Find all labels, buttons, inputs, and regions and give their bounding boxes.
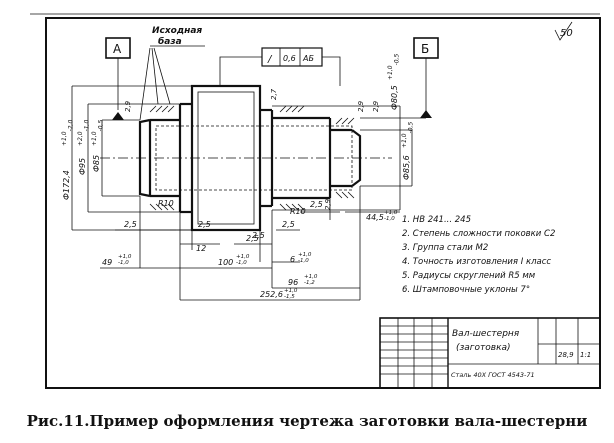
svg-text:50: 50 bbox=[560, 28, 573, 39]
svg-text:2,5: 2,5 bbox=[252, 231, 265, 240]
svg-text:2,9: 2,9 bbox=[124, 100, 132, 112]
surface-hatch bbox=[149, 105, 355, 211]
svg-text:Ф85,6: Ф85,6 bbox=[402, 155, 411, 180]
svg-text:2,9: 2,9 bbox=[372, 100, 380, 112]
svg-text:49: 49 bbox=[102, 258, 112, 267]
svg-text:+1,0-1,0: +1,0-1,0 bbox=[384, 210, 398, 222]
svg-text:2,9: 2,9 bbox=[324, 198, 332, 210]
title-block: Вал-шестерня (заготовка) Сталь 40Х ГОСТ … bbox=[379, 317, 601, 389]
svg-text:A: A bbox=[113, 42, 122, 56]
radius-left: R10 bbox=[158, 199, 174, 208]
svg-text:96: 96 bbox=[288, 278, 298, 287]
svg-text:2,5: 2,5 bbox=[124, 220, 137, 229]
svg-text:1:1: 1:1 bbox=[580, 351, 591, 359]
svg-text:12: 12 bbox=[196, 244, 206, 253]
svg-text:5. Радиусы скруглений R5 мм: 5. Радиусы скруглений R5 мм bbox=[402, 271, 536, 281]
svg-text:+1,0-1,2: +1,0-1,2 bbox=[304, 274, 318, 286]
svg-text:Ф95: Ф95 bbox=[78, 158, 87, 175]
svg-text:2,9: 2,9 bbox=[357, 100, 365, 112]
svg-text:28,9: 28,9 bbox=[558, 351, 574, 359]
svg-text:Б: Б bbox=[421, 42, 429, 56]
svg-text:+1,0-2,0: +1,0-2,0 bbox=[61, 120, 75, 146]
tolerance-frame: / 0,6 АБ bbox=[219, 47, 341, 86]
svg-text:252,6: 252,6 bbox=[260, 290, 283, 299]
svg-text:100: 100 bbox=[218, 258, 233, 267]
svg-text:2,7: 2,7 bbox=[270, 88, 278, 100]
svg-text:Ф85: Ф85 bbox=[92, 155, 101, 172]
allowance-marks: 2,9 2,7 2,9 2,9 2,9 bbox=[124, 88, 380, 210]
technical-notes: 1. НВ 241... 245 2. Степень сложности по… bbox=[402, 215, 555, 295]
svg-text:+1,0-0,5: +1,0-0,5 bbox=[401, 122, 415, 148]
svg-text:база: база bbox=[158, 36, 182, 47]
svg-text:2,5: 2,5 bbox=[246, 234, 259, 243]
datum-a: A bbox=[105, 37, 131, 110]
svg-text:Сталь 40Х ГОСТ 4543-71: Сталь 40Х ГОСТ 4543-71 bbox=[451, 371, 535, 379]
svg-text:+2,0-1,0: +2,0-1,0 bbox=[77, 120, 91, 146]
svg-text:Ф80,5: Ф80,5 bbox=[390, 85, 399, 110]
svg-text:6: 6 bbox=[290, 255, 295, 264]
datum-a-triangle bbox=[112, 112, 124, 120]
svg-text:Вал-шестерня: Вал-шестерня bbox=[452, 329, 520, 339]
svg-text:+1,0-1,0: +1,0-1,0 bbox=[118, 254, 132, 266]
base-label: Исходная база bbox=[139, 26, 205, 121]
radius-right: R10 bbox=[290, 207, 306, 216]
svg-text:2,5: 2,5 bbox=[198, 220, 211, 229]
svg-text:6. Штамповочные уклоны 7°: 6. Штамповочные уклоны 7° bbox=[402, 285, 530, 295]
svg-text:2. Степень сложности поковки С: 2. Степень сложности поковки С2 bbox=[402, 229, 555, 239]
figure-caption: Рис.11.Пример оформления чертежа заготов… bbox=[26, 412, 588, 430]
svg-text:Исходная: Исходная bbox=[152, 26, 202, 36]
shaft-outline bbox=[138, 84, 362, 232]
datum-b-triangle bbox=[420, 110, 432, 118]
right-diameters: Ф80,5 Ф85,6 +1,0-0,5 +1,0-0,5 bbox=[272, 54, 415, 211]
svg-text:+1,0-0,5: +1,0-0,5 bbox=[387, 54, 401, 80]
svg-text:Ф172,4: Ф172,4 bbox=[62, 170, 71, 200]
svg-text:+1,0-1,0: +1,0-1,0 bbox=[298, 252, 312, 264]
roughness-mark: 50 bbox=[554, 21, 573, 41]
svg-text:4. Точность изготовления I кла: 4. Точность изготовления I класс bbox=[402, 257, 551, 267]
svg-text:АБ: АБ bbox=[302, 54, 314, 63]
svg-text:0,6: 0,6 bbox=[283, 54, 296, 63]
svg-text:/: / bbox=[267, 54, 273, 65]
svg-text:1. НВ 241... 245: 1. НВ 241... 245 bbox=[402, 215, 471, 225]
svg-text:+1,0-0,5: +1,0-0,5 bbox=[91, 120, 105, 146]
svg-text:(заготовка): (заготовка) bbox=[456, 343, 511, 353]
svg-text:2,5: 2,5 bbox=[310, 200, 323, 209]
datum-b: Б bbox=[413, 37, 439, 118]
svg-text:+1,0-1,0: +1,0-1,0 bbox=[236, 254, 250, 266]
svg-text:3. Группа стали М2: 3. Группа стали М2 bbox=[402, 243, 488, 253]
sheet-frame bbox=[45, 17, 601, 389]
svg-text:44,5: 44,5 bbox=[366, 213, 384, 222]
svg-text:+1,0-1,5: +1,0-1,5 bbox=[284, 288, 298, 300]
svg-text:2,5: 2,5 bbox=[282, 220, 295, 229]
length-dimensions: 2,5 2,5 12 2,5 2,5 2,5 49 +1,0-1,0 100 +… bbox=[100, 186, 400, 301]
